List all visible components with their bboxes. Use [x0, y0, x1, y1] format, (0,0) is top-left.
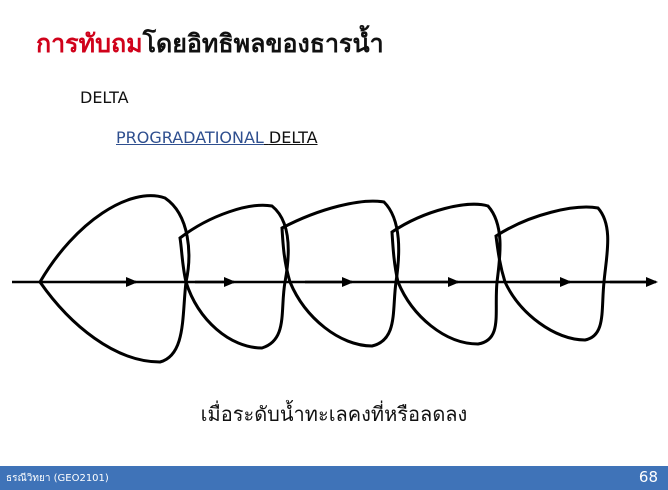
delta-lobe-1 — [40, 196, 189, 362]
delta-lobe-5 — [496, 207, 608, 340]
delta-lobe-2 — [180, 205, 288, 348]
delta-lobe-3 — [282, 201, 399, 346]
diagram-caption: เมื่อระดับน้ำทะเลคงที่หรือลดลง — [0, 398, 668, 430]
footer-bar: ธรณีวิทยา (GEO2101) 68 — [0, 466, 668, 490]
page-number: 68 — [639, 468, 658, 486]
course-label: ธรณีวิทยา (GEO2101) — [6, 471, 109, 486]
delta-lobe-4 — [392, 204, 500, 344]
